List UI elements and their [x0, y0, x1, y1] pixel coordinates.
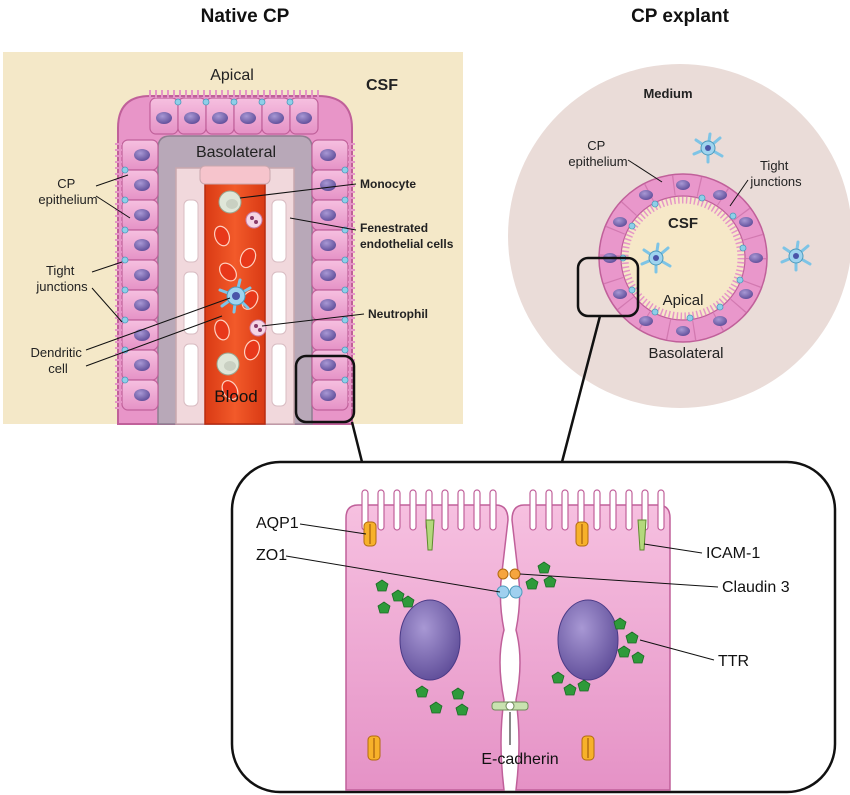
native-cp-epithelium-label: CP epithelium	[38, 176, 97, 207]
native-basolateral-label: Basolateral	[196, 144, 276, 161]
monocyte	[216, 190, 242, 376]
detail-leader-lines	[285, 523, 719, 745]
fenestrations	[183, 199, 287, 407]
explant-tight-junctions-label: Tight junctions	[749, 158, 802, 189]
epithelium-top-row	[149, 90, 319, 135]
native-fenestrated-label: Fenestrated endothelial cells	[360, 221, 454, 251]
native-leader-lines	[85, 174, 365, 367]
explant-cp-epithelium-label: CP epithelium	[568, 138, 627, 169]
ttr-markers	[375, 561, 645, 716]
native-zoom-box	[294, 354, 356, 424]
native-monocyte-label: Monocyte	[360, 177, 416, 191]
zoom-connector-lines	[350, 315, 602, 463]
explant-microvilli	[621, 196, 745, 320]
aqp1-channel-stripes	[369, 524, 589, 758]
e-cadherin-marker	[491, 701, 529, 711]
icam1-label: ICAM-1	[706, 545, 760, 562]
claudin3-label: Claudin 3	[722, 579, 790, 596]
native-blood-label: Blood	[214, 387, 257, 406]
explant-apical-label: Apical	[663, 292, 704, 309]
detail-nuclei	[399, 599, 619, 681]
neutrophil	[245, 211, 267, 337]
explant-dendritic-cells	[640, 132, 812, 274]
native-cp-title: Native CP	[201, 6, 290, 27]
native-dendritic-cell-label: Dendritic cell	[31, 345, 86, 376]
native-csf-label: CSF	[366, 77, 398, 94]
epithelium-left-column	[115, 139, 159, 411]
vessel-cap	[199, 165, 271, 185]
native-tight-junctions-label: Tight junctions	[35, 263, 88, 294]
e-cadherin-label: E-cadherin	[481, 751, 558, 768]
ttr-label: TTR	[718, 653, 749, 670]
native-apical-label: Apical	[210, 67, 254, 84]
cp-explant-title: CP explant	[631, 6, 730, 27]
explant-zoom-box	[576, 256, 640, 318]
explant-medium-label: Medium	[643, 86, 692, 101]
icam1-marker	[425, 519, 647, 551]
native-neutrophil-label: Neutrophil	[368, 307, 428, 321]
explant-csf-label: CSF	[668, 215, 698, 232]
dendritic-cell	[218, 278, 252, 314]
explant-nuclei	[603, 180, 763, 336]
zo1-label: ZO1	[256, 547, 287, 564]
epithelium-right-column	[311, 139, 355, 411]
explant-basolateral-label: Basolateral	[648, 345, 723, 362]
explant-leader-lines	[627, 159, 749, 207]
aqp1-label: AQP1	[256, 515, 299, 532]
explant-tight-junction-dots	[619, 194, 747, 322]
